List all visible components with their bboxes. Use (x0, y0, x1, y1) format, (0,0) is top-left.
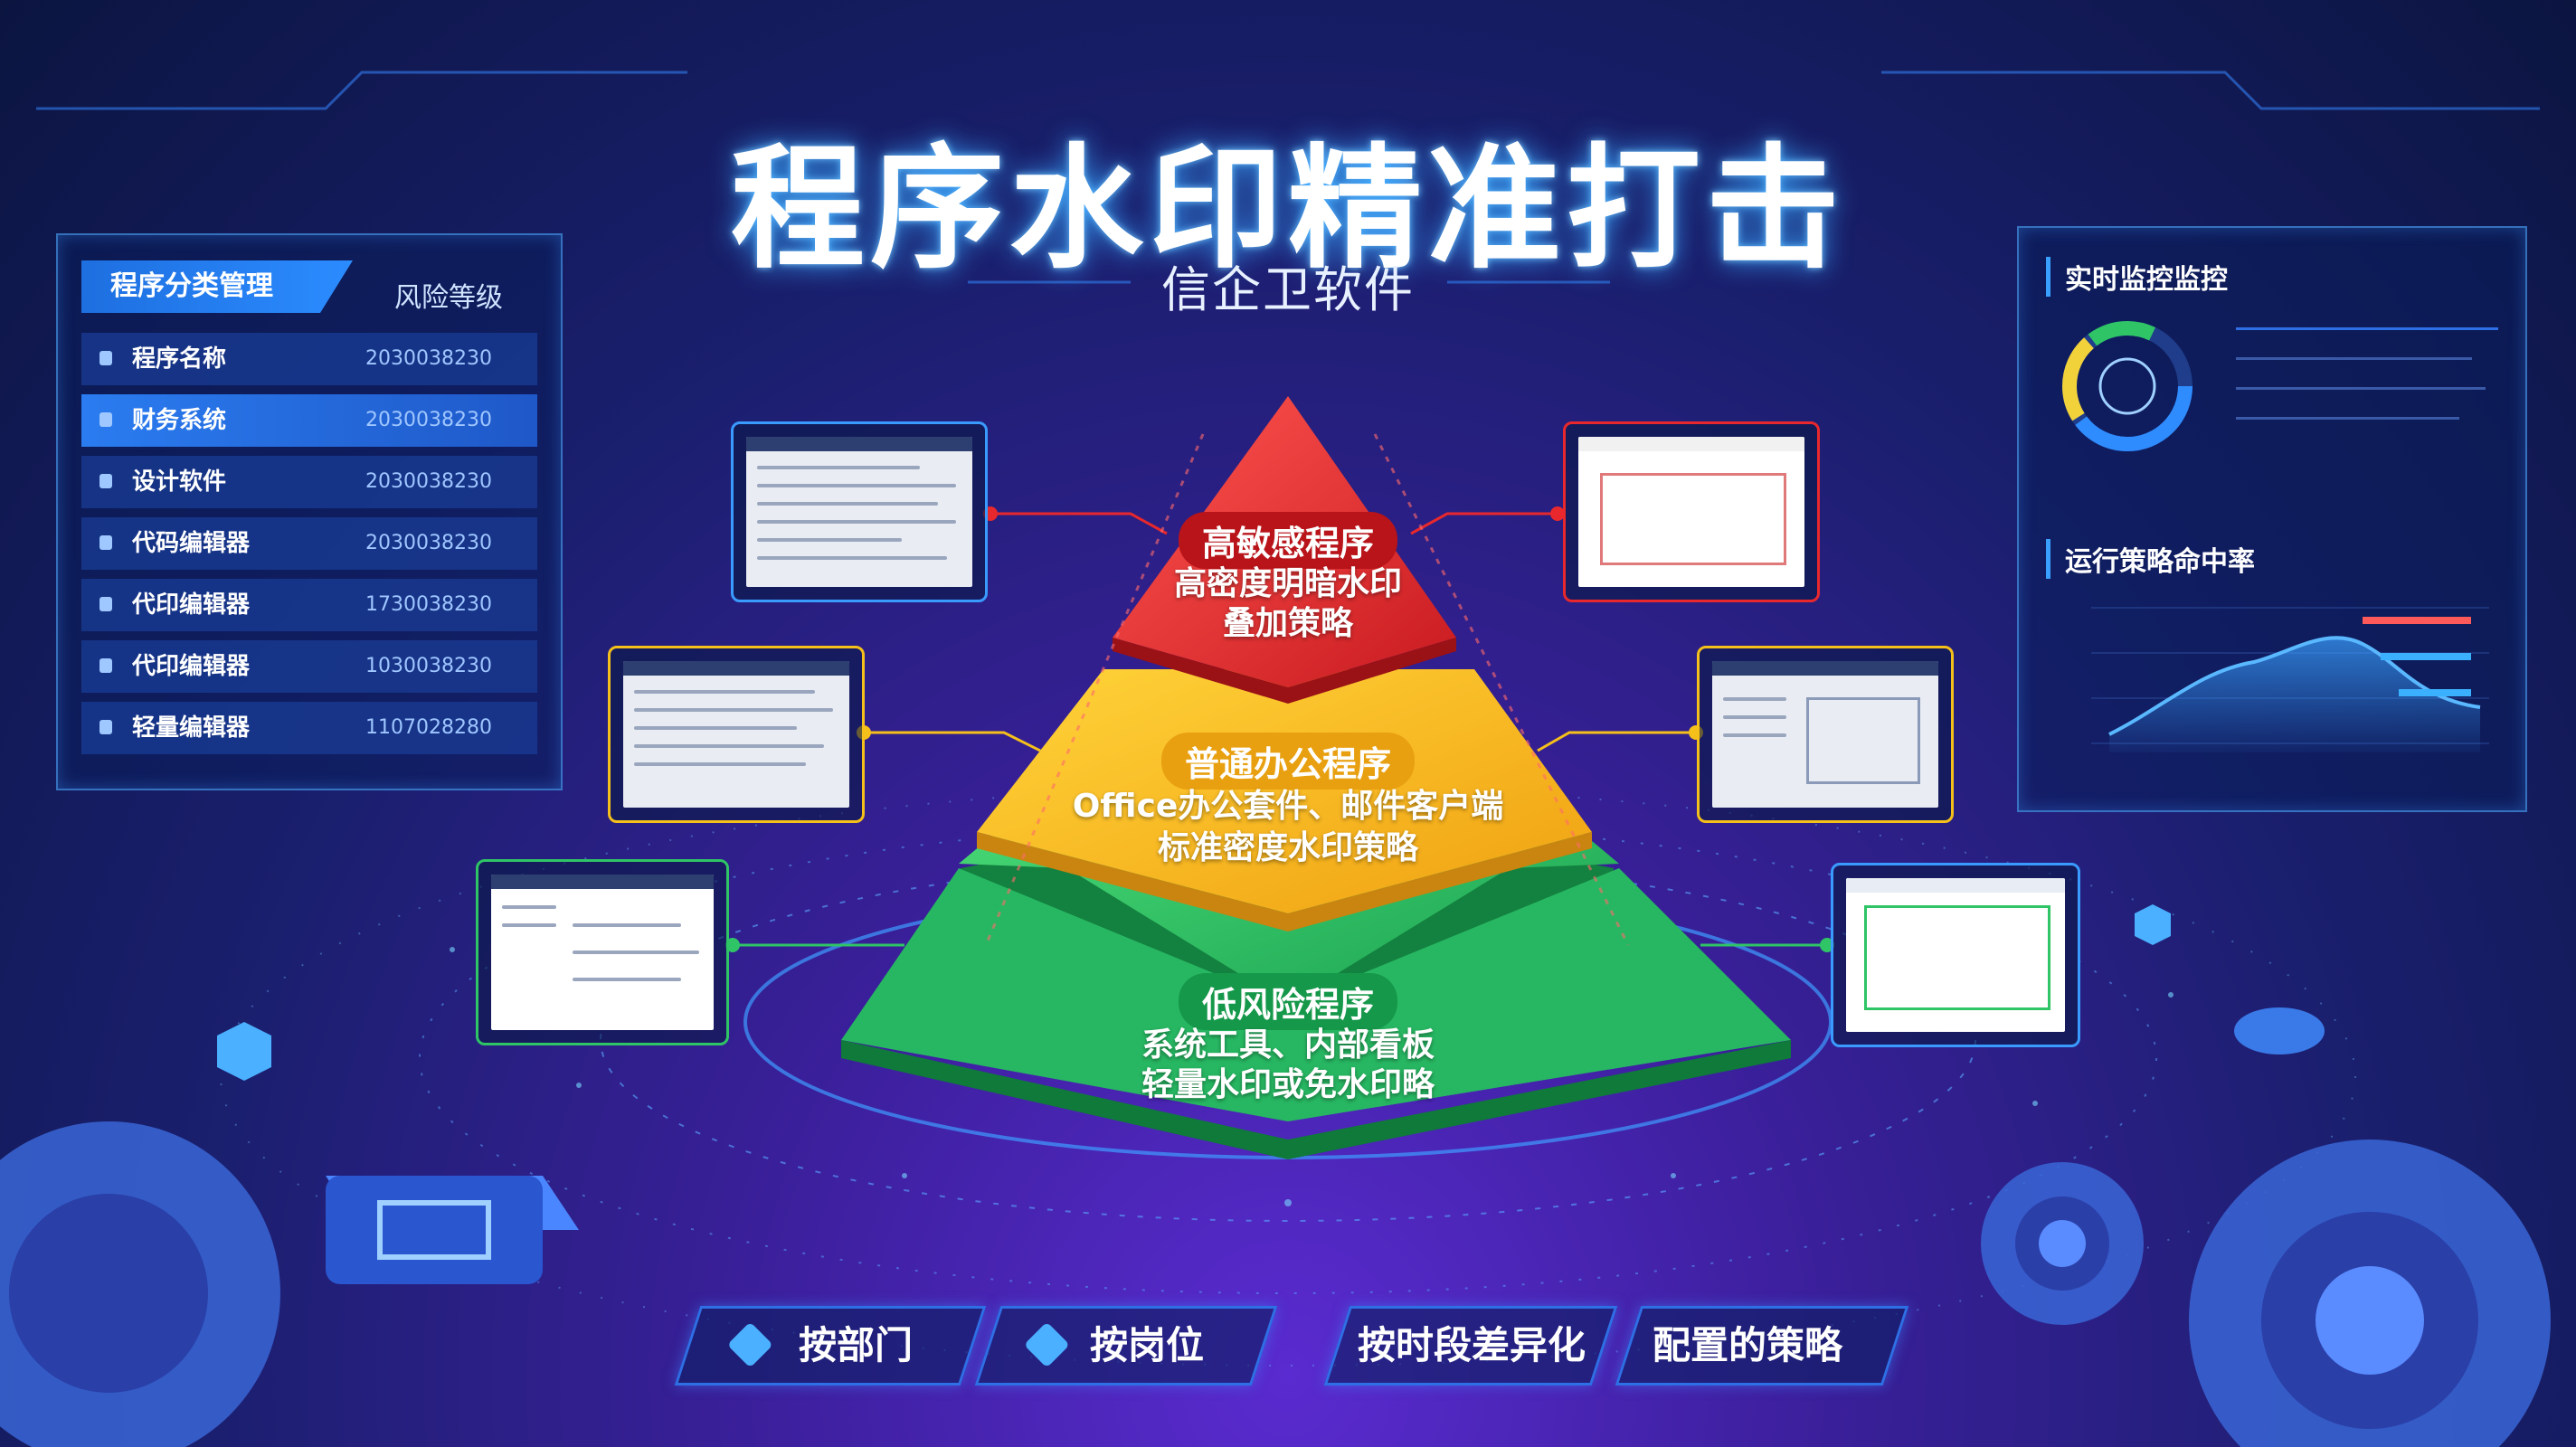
tag-by-position[interactable]: 按岗位 (974, 1306, 1278, 1386)
risk-level-header: 风险等级 (394, 282, 503, 314)
user-icon (99, 474, 112, 488)
low-risk-desc2: 轻量水印或免水印略 (1141, 1066, 1435, 1103)
page-subtitle: 信企卫软件 (1161, 261, 1415, 318)
cube-icon (726, 1321, 773, 1368)
cube-icon (1023, 1321, 1070, 1368)
monitor-title: 实时监控监控 (2046, 257, 2228, 297)
tag-by-time-period[interactable]: 按时段差异化 (1323, 1306, 1618, 1386)
screenshot-thumbnail[interactable] (476, 859, 729, 1045)
page-title: 程序水印精准打击 (731, 131, 1845, 287)
medium-risk-desc1: Office办公套件、邮件客户端 (1072, 788, 1504, 825)
user-icon (99, 658, 112, 673)
screenshot-thumbnail[interactable] (731, 421, 988, 602)
area-chart (2091, 607, 2489, 752)
monitor-table (2236, 318, 2498, 499)
high-risk-desc1: 高密度明暗水印 (1173, 565, 1402, 602)
user-icon (99, 412, 112, 427)
user-icon (99, 351, 112, 365)
donut-gauge (2062, 321, 2192, 451)
screenshot-thumbnail[interactable] (1831, 863, 2080, 1047)
monitor-panel: 实时监控监控 运行策略命中率 (2017, 226, 2527, 812)
medium-risk-label: 普通办公程序 (1160, 733, 1415, 790)
low-risk-desc1: 系统工具、内部看板 (1141, 1026, 1435, 1064)
panel-header: 程序分类管理 (81, 260, 353, 313)
screenshot-thumbnail[interactable] (1697, 646, 1954, 823)
user-icon (99, 720, 112, 734)
low-risk-label: 低风险程序 (1178, 973, 1397, 1030)
user-icon (99, 535, 112, 550)
tag-configured-strategy[interactable]: 配置的策略 (1615, 1306, 1909, 1386)
high-risk-label: 高敏感程序 (1178, 512, 1397, 569)
screenshot-thumbnail[interactable] (608, 646, 865, 823)
screenshot-thumbnail[interactable] (1563, 421, 1820, 602)
high-risk-desc2: 叠加策略 (1222, 605, 1353, 642)
tag-by-department[interactable]: 按部门 (674, 1306, 987, 1386)
medium-risk-desc2: 标准密度水印策略 (1157, 829, 1418, 866)
strategy-title: 运行策略命中率 (2046, 539, 2255, 579)
chip-icon (326, 1176, 579, 1284)
user-icon (99, 597, 112, 611)
